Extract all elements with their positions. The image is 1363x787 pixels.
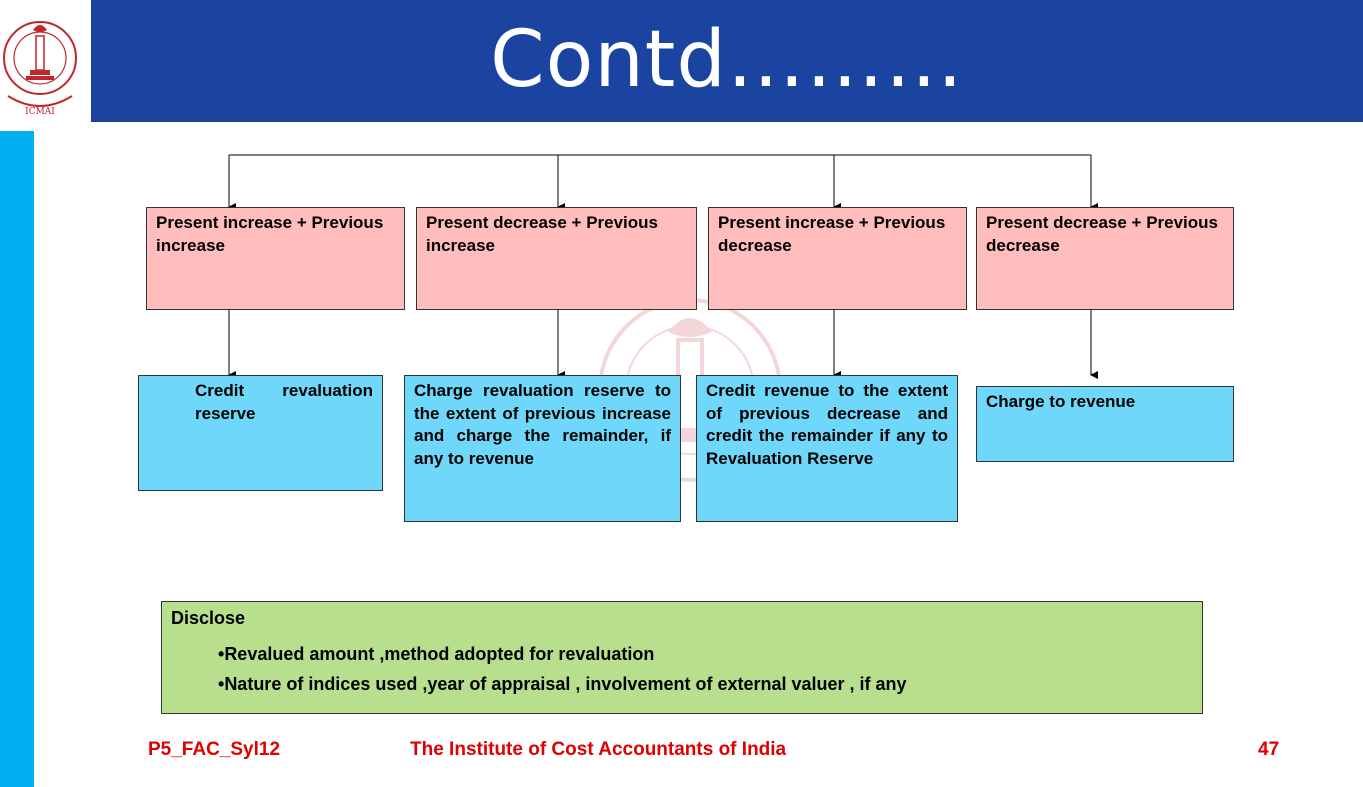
disclose-item: •Revalued amount ,method adopted for rev… [218, 644, 654, 665]
title-banner [91, 0, 1363, 122]
footer-institute: The Institute of Cost Accountants of Ind… [410, 739, 787, 760]
bullet-icon: • [218, 644, 225, 664]
condition-box-2: Present decrease + Previous increase [416, 207, 697, 310]
disclose-box: Disclose •Revalued amount ,method adopte… [161, 601, 1203, 714]
disclose-item-text: Revalued amount ,method adopted for reva… [224, 644, 655, 664]
left-accent-strip [0, 131, 34, 787]
disclose-item: •Nature of indices used ,year of apprais… [218, 674, 907, 695]
bullet-icon: • [218, 674, 225, 694]
outcome-box-2: Charge revaluation reserve to the extent… [404, 375, 681, 522]
slide-title: Contd……… [490, 15, 964, 105]
outcome-box-1: Credit revaluation reserve [138, 375, 383, 491]
footer-course-code: P5_FAC_Syl12 [148, 739, 281, 760]
disclose-item-text: Nature of indices used ,year of appraisa… [224, 674, 907, 694]
condition-box-1: Present increase + Previous increase [146, 207, 405, 310]
footer-page-number: 47 [1258, 739, 1280, 760]
outcome-box-4: Charge to revenue [976, 386, 1234, 462]
institute-seal-icon: ICMAI [3, 21, 77, 117]
outcome-box-3: Credit revenue to the extent of previous… [696, 375, 958, 522]
disclose-title: Disclose [171, 608, 246, 628]
institute-logo: ICMAI [0, 0, 91, 122]
condition-box-3: Present increase + Previous decrease [708, 207, 967, 310]
condition-box-4: Present decrease + Previous decrease [976, 207, 1234, 310]
svg-text:ICMAI: ICMAI [25, 107, 55, 117]
